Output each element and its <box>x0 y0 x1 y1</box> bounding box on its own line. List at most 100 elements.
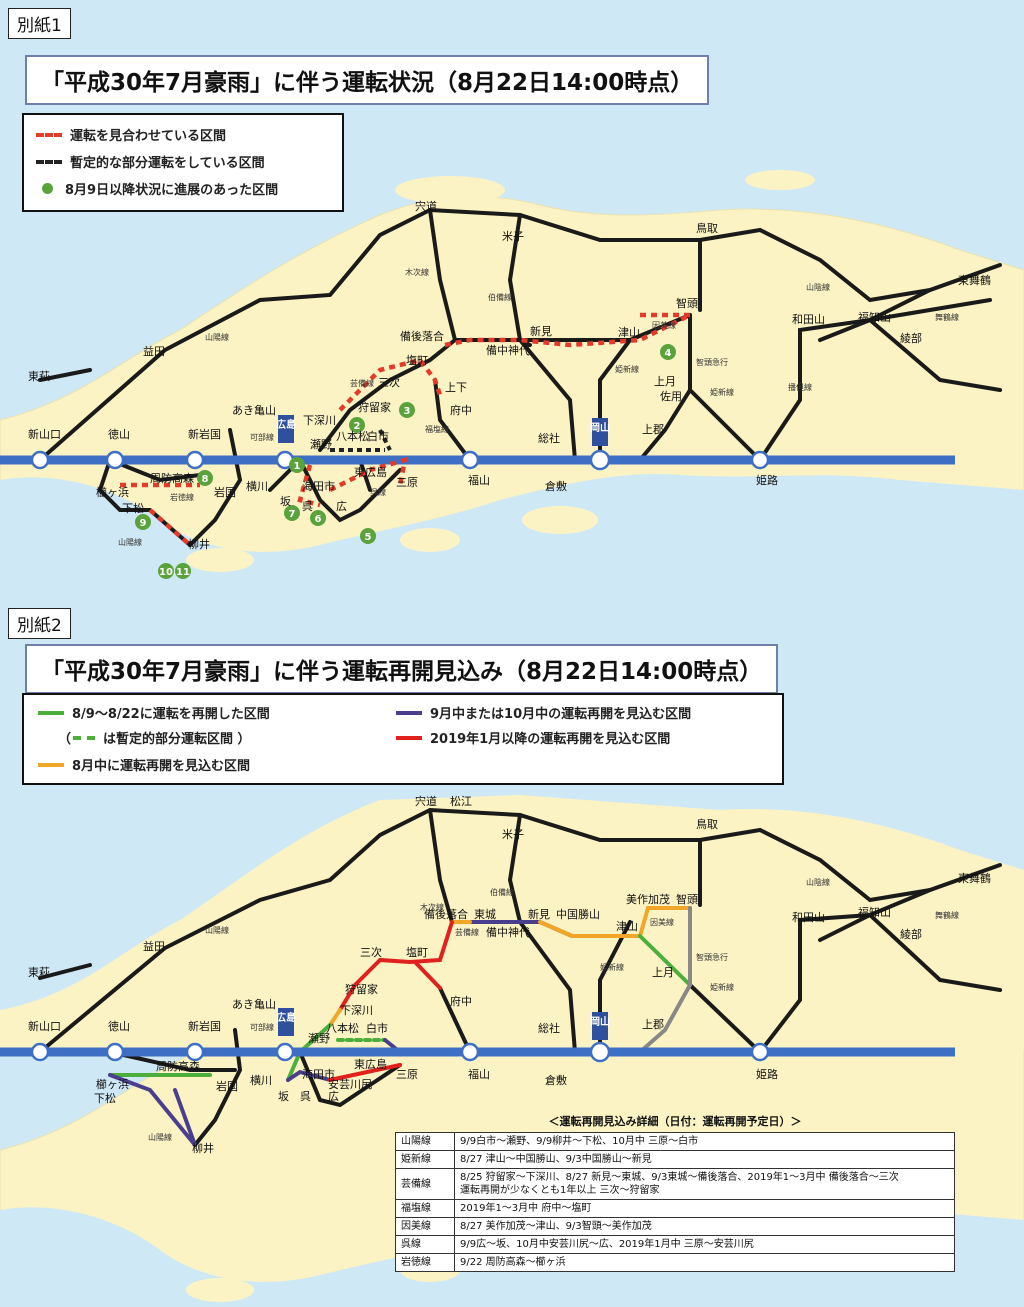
line-label: 智頭急行 <box>696 952 728 962</box>
station-label: 横川 <box>246 479 268 493</box>
badge-text: 5 <box>365 532 372 543</box>
line-labels: 山陽線 木次線 伯備線 芸備線 福塩線 姫新線 因美線 智頭急行 山陰線 播但線… <box>118 267 959 547</box>
legend-item: 暫定的な部分運転をしている区間 <box>36 152 265 171</box>
station-label: 狩留家 <box>345 982 378 996</box>
line-label: 因美線 <box>652 320 676 330</box>
legend-item: 8/9〜8/22に運転を再開した区間 <box>38 703 270 722</box>
station-label: 東舞鶴 <box>958 273 991 287</box>
station-label: 瀬野 <box>308 1031 330 1045</box>
legend-item: 9月中または10月中の運転再開を見込む区間 <box>396 703 691 722</box>
station-label: 府中 <box>450 403 472 417</box>
legend-label: 8/9〜8/22に運転を再開した区間 <box>72 707 270 722</box>
station-label: 櫛ヶ浜 <box>96 485 129 499</box>
badge-text: 2 <box>354 421 361 432</box>
line-label: 山陽線 <box>148 1132 172 1142</box>
station-label: 備中神代 <box>486 343 530 357</box>
station-label: 備後落合 <box>424 907 468 921</box>
legend-label: 8月9日以降状況に進展のあった区間 <box>65 183 279 198</box>
badge-text: 8 <box>202 474 209 485</box>
okayama-label: 岡山 <box>590 421 610 434</box>
station-label: 下松 <box>94 1091 116 1105</box>
station-label: 綾部 <box>900 927 922 941</box>
station-label: 岩国 <box>216 1079 238 1093</box>
station-label: 総社 <box>538 431 560 445</box>
legend: 8/9〜8/22に運転を再開した区間 （ は暫定的部分運転区間 ） 8月中に運転… <box>22 693 784 785</box>
station-label: 津山 <box>616 920 638 933</box>
station-label: 福知山 <box>858 905 891 919</box>
orange-swatch <box>38 762 64 767</box>
station-label: 周防高森 <box>150 471 194 485</box>
station-label: 益田 <box>143 344 165 358</box>
station-label: 岩国 <box>214 485 236 499</box>
legend-item: 8月9日以降状況に進展のあった区間 <box>42 179 278 198</box>
line-label: 舞鶴線 <box>935 312 959 322</box>
station-label: 八本松 <box>336 429 369 443</box>
rail-lines <box>38 207 1002 547</box>
station-label: 上下 <box>445 381 467 394</box>
detail-text: 2019年1〜3月中 府中〜塩町 <box>454 1199 955 1218</box>
line-name: 山陽線 <box>395 1132 455 1151</box>
station-label: 上郡 <box>642 1018 664 1031</box>
station-label: 三次 <box>378 375 400 389</box>
station-label: 美作加茂 <box>626 892 670 906</box>
line-name: 芸備線 <box>395 1168 455 1200</box>
station-label: 東舞鶴 <box>958 871 991 885</box>
station-label: 米子 <box>502 828 524 841</box>
line-label: 木次線 <box>405 267 429 277</box>
hiroshima-hub <box>278 1008 294 1036</box>
hiroshima-label: 広島 <box>276 418 296 431</box>
station-label: 徳山 <box>108 428 130 441</box>
line-label: 智頭急行 <box>696 357 728 367</box>
station-label: 津山 <box>618 326 640 339</box>
legend-label: 9月中または10月中の運転再開を見込む区間 <box>430 707 692 722</box>
legend: 運転を見合わせている区間 暫定的な部分運転をしている区間 8月9日以降状況に進展… <box>22 113 344 212</box>
station-label: 櫛ヶ浜 <box>96 1077 129 1091</box>
station-label: 福山 <box>468 1067 490 1081</box>
station-label: 東萩 <box>28 370 50 383</box>
station-label: 姫路 <box>756 1067 778 1081</box>
panel-tag: 別紙2 <box>8 608 71 639</box>
station-nodes <box>30 1041 770 1063</box>
station-label: 下深川 <box>303 414 336 427</box>
station-label: 東城 <box>474 908 496 921</box>
station-label: 東広島 <box>354 1057 387 1071</box>
station-label: 東萩 <box>28 966 50 979</box>
line-label: 山陰線 <box>806 282 830 292</box>
line-label: 岩徳線 <box>170 492 194 502</box>
line-label: 芸備線 <box>455 927 479 937</box>
detail-text: 8/25 狩留家〜下深川、8/27 新見〜東城、9/3東城〜備後落合、2019年… <box>460 1172 899 1183</box>
line-label: 伯備線 <box>490 887 514 897</box>
station-label: 白市 <box>367 429 389 443</box>
station-label: 狩留家 <box>358 400 391 414</box>
map-1: 1 2 3 4 5 6 7 8 9 10 11 宍道 米子 鳥取 東舞鶴 智頭 … <box>0 169 1024 600</box>
station-label: 新見 <box>530 324 552 338</box>
station-label: 横川 <box>250 1073 272 1087</box>
detail-text: 8/27 津山〜中国勝山、9/3中国勝山〜新見 <box>454 1150 955 1169</box>
black-dash-swatch <box>36 159 62 164</box>
okayama-label: 岡山 <box>590 1015 610 1028</box>
station-label: 塩町 <box>406 945 428 959</box>
station-label: 海田市 <box>302 1067 335 1081</box>
station-label: 益田 <box>143 939 165 953</box>
station-label: 三次 <box>360 945 382 959</box>
station-label: 上郡 <box>642 423 664 436</box>
station-label: 鳥取 <box>696 221 718 235</box>
line-name: 福塩線 <box>395 1199 455 1218</box>
station-label: 広 <box>336 500 347 513</box>
station-label: 米子 <box>502 230 524 243</box>
station-label: 坂 <box>278 1090 289 1103</box>
line-label: 山陽線 <box>205 332 229 342</box>
badge-text: 10 <box>159 567 173 578</box>
suspended-sections <box>120 312 692 547</box>
station-label: 三原 <box>396 476 418 489</box>
detail-text: 9/9広〜坂、10月中安芸川尻〜広、2019年1月中 三原〜安芸川尻 <box>454 1235 955 1254</box>
station-label: 宍道 <box>415 199 437 213</box>
legend-item: （ は暫定的部分運転区間 ） <box>58 728 251 747</box>
line-name: 姫新線 <box>395 1150 455 1169</box>
station-label: 下松 <box>122 501 144 515</box>
station-label: 姫路 <box>756 473 778 487</box>
station-label: 宍道 <box>415 794 437 808</box>
hiroshima-label: 広島 <box>276 1011 296 1024</box>
legend-label: 2019年1月以降の運転再開を見込む区間 <box>430 732 671 747</box>
